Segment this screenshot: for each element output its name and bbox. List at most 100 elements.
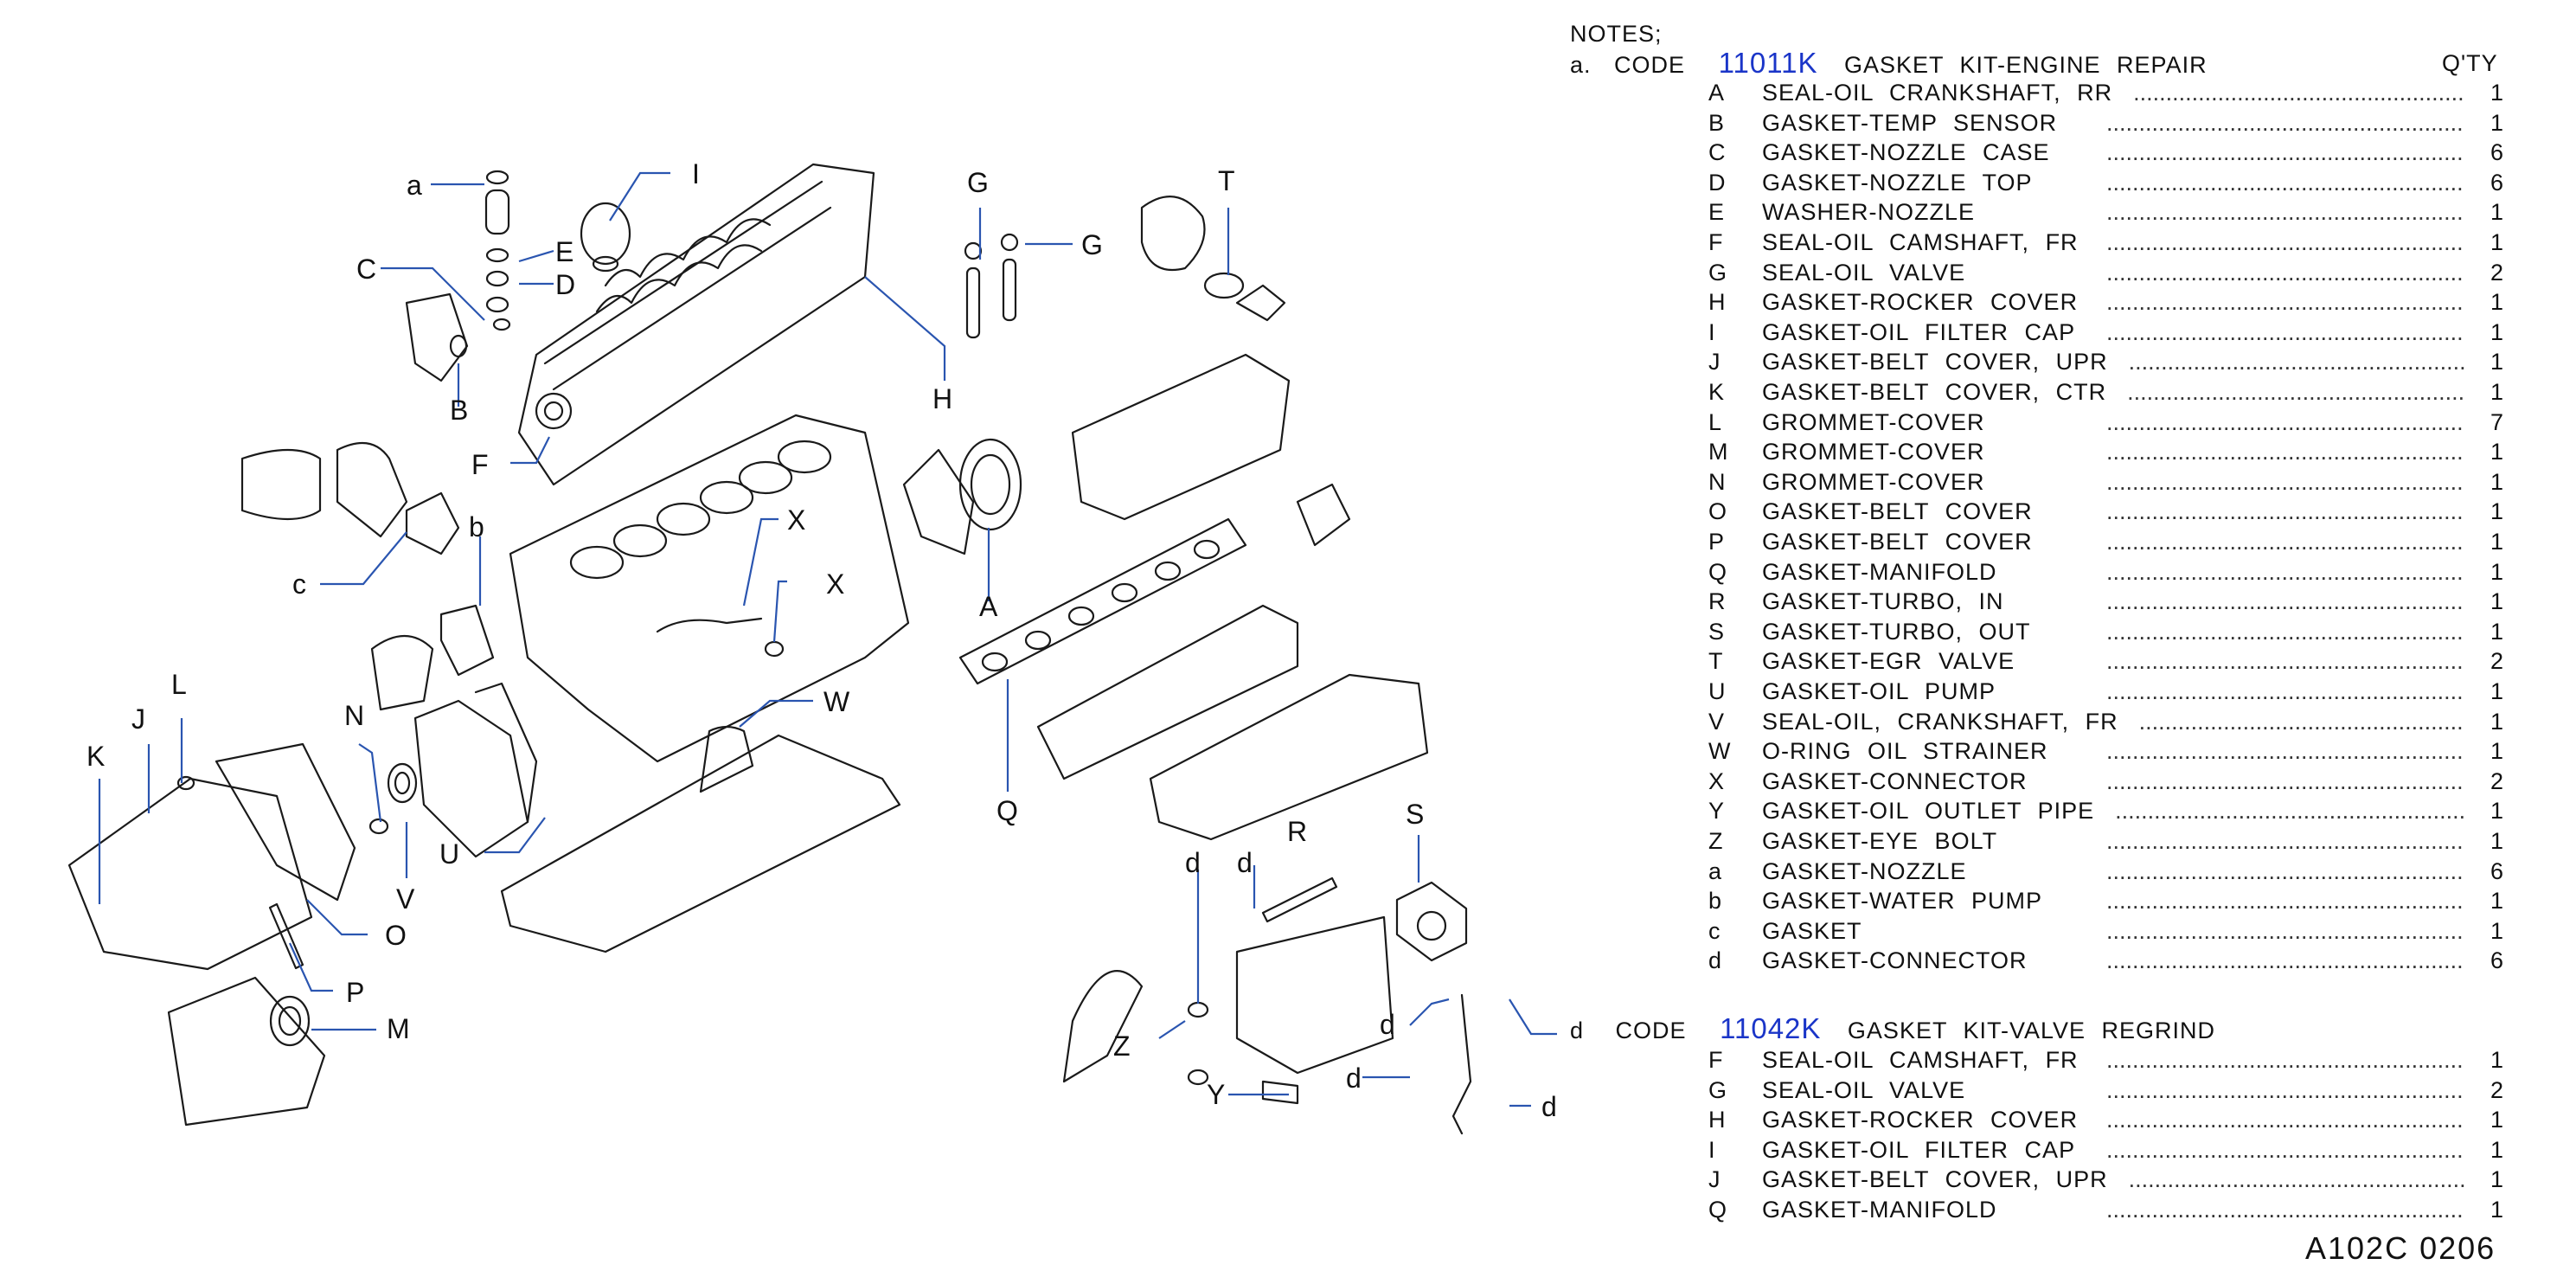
part-key: F (1708, 229, 1724, 255)
part-qty: 1 (2489, 349, 2504, 376)
part-description: SEAL-OIL CRANKSHAFT, RR (1762, 80, 2113, 106)
part-key: T (1708, 648, 1724, 675)
part-description: GASKET-ROCKER COVER (1762, 289, 2079, 316)
part-key: J (1708, 349, 1721, 376)
leader-dots: ........................................… (2106, 498, 2465, 525)
kit-d-marker: d (1570, 1018, 1585, 1043)
kit-d-code: 11042K (1720, 1012, 1822, 1044)
leader-dots: ........................................… (2106, 529, 2465, 555)
part-qty: 6 (2489, 947, 2504, 974)
leader-dots: ........................................… (2106, 588, 2465, 615)
part-qty: 1 (2489, 708, 2504, 735)
part-key: I (1708, 318, 1716, 345)
part-qty: 1 (2489, 498, 2504, 525)
part-description: SEAL-OIL VALVE (1762, 1076, 1966, 1103)
part-key: Z (1708, 828, 1724, 854)
part-description: GASKET-BELT COVER, UPR (1762, 1166, 2108, 1193)
callout-A: A (979, 591, 998, 622)
leader-dots: ........................................… (2128, 349, 2465, 376)
part-key: X (1708, 767, 1726, 794)
leader-dots: ........................................… (2106, 169, 2465, 196)
rear-seal-part (902, 438, 1022, 555)
part-qty: 1 (2489, 1166, 2504, 1193)
part-description: SEAL-OIL VALVE (1762, 259, 1966, 286)
callout-S: S (1406, 799, 1424, 830)
callout-d-5: d (1346, 1063, 1362, 1094)
callout-F: F (471, 449, 489, 480)
part-qty: 1 (2489, 529, 2504, 555)
part-qty: 1 (2489, 229, 2504, 255)
part-description: GASKET-BELT COVER (1762, 498, 2033, 525)
callout-c: c (292, 568, 306, 600)
part-qty: 6 (2489, 169, 2504, 196)
part-description: GASKET-TURBO, IN (1762, 588, 2004, 615)
callout-d-1: d (1185, 847, 1201, 878)
part-qty: 1 (2489, 798, 2504, 825)
turbo-gaskets-part (1062, 876, 1472, 1135)
part-description: GASKET-EGR VALVE (1762, 648, 2015, 675)
callout-a: a (407, 170, 422, 201)
part-qty: 1 (2489, 1047, 2504, 1073)
callout-O: O (385, 920, 407, 951)
callout-labels: a I E D C B F G G T H b c X X A Q W L J … (87, 158, 1557, 1122)
part-qty: 1 (2489, 917, 2504, 944)
leader-dots: ........................................… (2106, 408, 2465, 435)
part-key: W (1708, 738, 1732, 765)
manifold-gasket-part (958, 517, 1247, 685)
leader-dots: ........................................… (2106, 828, 2465, 854)
part-description: GASKET-NOZZLE CASE (1762, 139, 2050, 166)
callout-X-lower: X (826, 568, 844, 600)
leader-dots: ........................................… (2106, 738, 2465, 765)
part-qty: 1 (2489, 828, 2504, 854)
part-qty: 1 (2489, 618, 2504, 645)
part-qty: 1 (2489, 738, 2504, 765)
part-key: H (1708, 1107, 1727, 1133)
leader-dots: ........................................… (2106, 1136, 2465, 1163)
leader-dots: ........................................… (2106, 199, 2465, 226)
callout-b: b (469, 511, 484, 542)
part-qty: 7 (2489, 408, 2504, 435)
oil-pan-gasket-part (500, 734, 901, 953)
leader-dots: ........................................… (2106, 648, 2465, 675)
left-side-parts (67, 170, 631, 1127)
part-qty: 1 (2489, 318, 2504, 345)
part-qty: 1 (2489, 109, 2504, 136)
leader-dots: ........................................… (2133, 80, 2465, 106)
parts-list-row: T GASKET-EGR VALVE.......................… (1570, 646, 2530, 676)
leader-dots: ........................................… (2106, 468, 2465, 495)
leader-lines (98, 171, 1557, 1107)
part-qty: 2 (2489, 1076, 2504, 1103)
kit-d-name: GASKET KIT-VALVE REGRIND (1847, 1018, 2216, 1043)
part-description: O-RING OIL STRAINER (1762, 738, 2048, 765)
part-description: GASKET-BELT COVER, UPR (1762, 349, 2108, 376)
leader-dots: ........................................… (2106, 318, 2465, 345)
leader-dots: ........................................… (2106, 109, 2465, 136)
part-description: GASKET-OIL FILTER CAP (1762, 318, 2076, 345)
callout-M: M (387, 1013, 410, 1044)
part-key: N (1708, 468, 1727, 495)
callout-B: B (450, 395, 468, 426)
callout-d-3: d (1380, 1009, 1395, 1040)
callout-d-2: d (1237, 847, 1253, 878)
exploded-parts-diagram: a I E D C B F G G T H b c X X A Q W L J … (67, 158, 1557, 1135)
upper-right-gaskets (1036, 353, 1429, 841)
part-qty: 1 (2489, 468, 2504, 495)
part-qty: 1 (2489, 588, 2504, 615)
callout-W: W (823, 686, 850, 717)
part-description: GASKET-TEMP SENSOR (1762, 109, 2058, 136)
oil-pipe-parts (656, 617, 1299, 1105)
callout-K: K (87, 741, 105, 772)
part-key: K (1708, 379, 1726, 405)
kit-d-header: d CODE 11042K GASKET KIT-VALVE REGRIND (1570, 1012, 2216, 1044)
